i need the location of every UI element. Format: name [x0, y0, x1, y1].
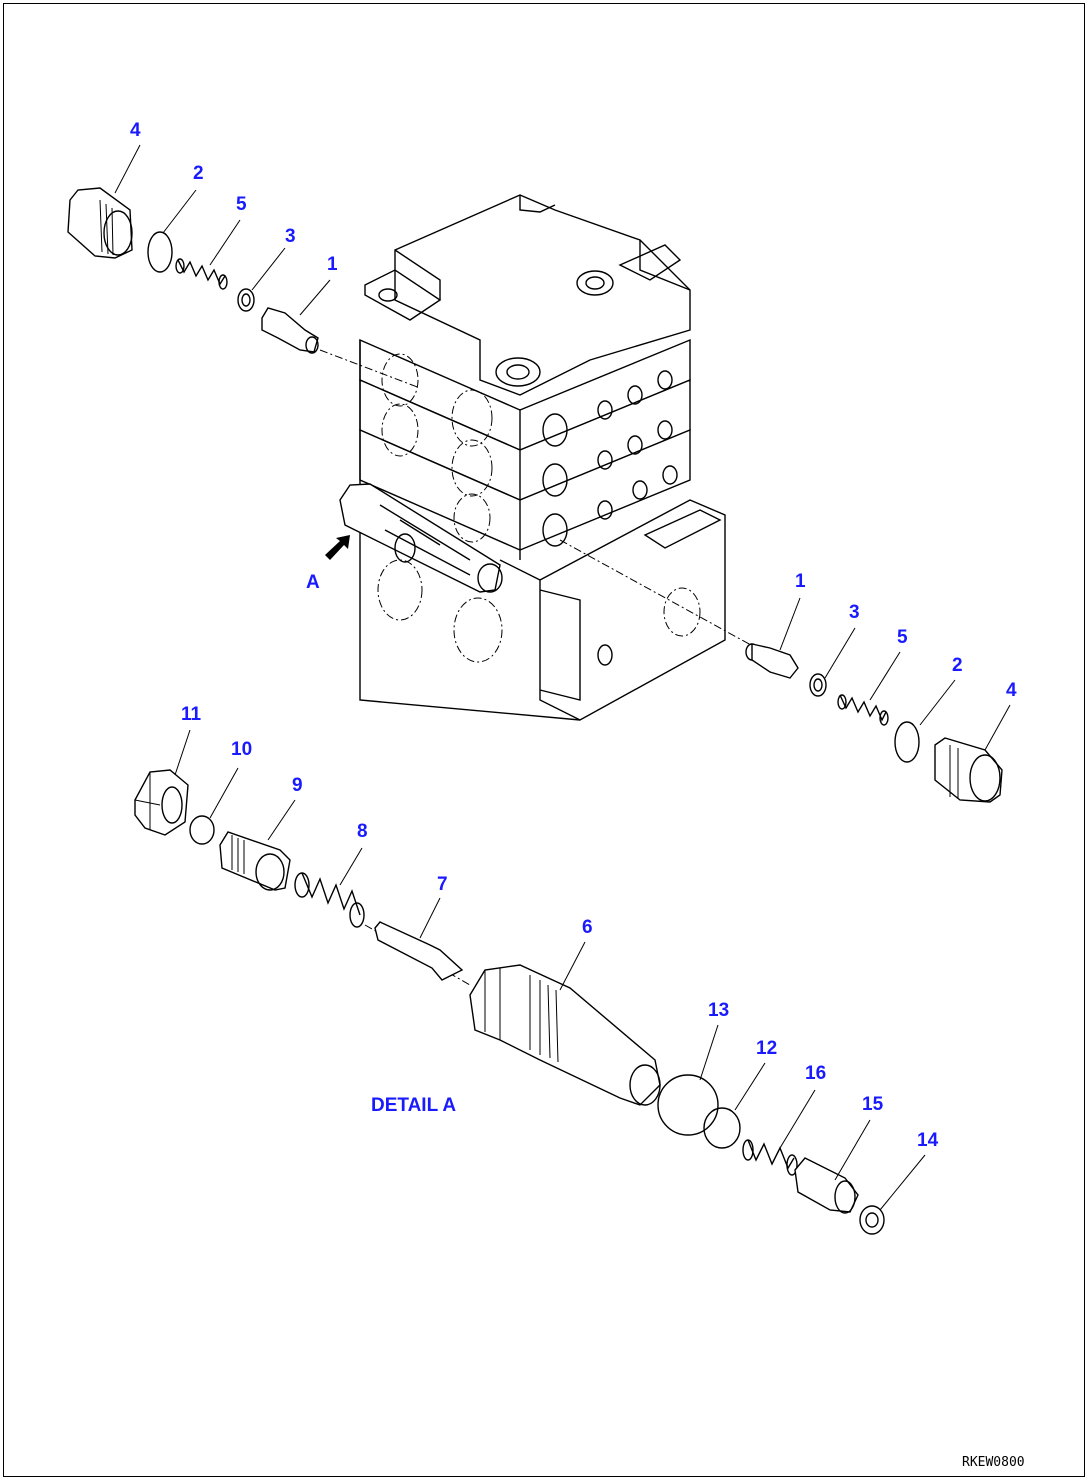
- part-2-o-ring-upper: [147, 231, 173, 273]
- upper-assembly-axis: [319, 349, 421, 389]
- callout-3-upper: 3: [285, 226, 296, 247]
- part-3-washer-lower: [809, 673, 827, 697]
- callout-1-lower: 1: [795, 571, 806, 592]
- callout-13: 13: [708, 1000, 729, 1021]
- callout-2-lower: 2: [952, 655, 963, 676]
- part-1-poppet-upper: [261, 307, 319, 354]
- part-13-o-ring: [657, 1074, 719, 1136]
- callout-16: 16: [805, 1063, 826, 1084]
- part-4-plug-upper: [67, 187, 133, 259]
- callout-view-a: A: [306, 572, 320, 593]
- part-9-adjusting-screw: [219, 831, 291, 891]
- part-8-spring: [294, 872, 365, 928]
- callout-12: 12: [756, 1038, 777, 1059]
- part-15-spool: [794, 1157, 859, 1214]
- callout-14: 14: [917, 1130, 939, 1151]
- callout-5-upper: 5: [236, 194, 247, 215]
- part-3-washer-upper: [237, 288, 255, 312]
- part-7-pilot-poppet: [374, 921, 464, 981]
- leader-lines: [114, 144, 1011, 1211]
- drawing-code: RKEW0800: [962, 1455, 1025, 1470]
- callout-4-upper: 4: [130, 120, 141, 141]
- callout-6: 6: [582, 917, 593, 938]
- part-11-nut: [134, 769, 189, 836]
- callout-4-lower: 4: [1006, 680, 1017, 701]
- callout-1-upper: 1: [327, 254, 338, 275]
- callout-2-upper: 2: [193, 163, 204, 184]
- callout-7: 7: [437, 874, 448, 895]
- callout-5-lower: 5: [897, 627, 908, 648]
- part-16-spring: [742, 1139, 798, 1176]
- callout-9: 9: [292, 775, 303, 796]
- view-arrow-icon: [325, 535, 350, 560]
- part-1-poppet-lower: [745, 643, 799, 679]
- detail-a-label: DETAIL A: [371, 1095, 456, 1116]
- part-4-plug-lower: [934, 737, 1003, 803]
- callout-3-lower: 3: [849, 602, 860, 623]
- part-5-spring-upper: [175, 258, 228, 290]
- part-10-o-ring: [189, 815, 215, 845]
- callout-8: 8: [357, 821, 368, 842]
- callout-11: 11: [181, 704, 202, 725]
- drawing-frame: [3, 3, 1085, 1477]
- control-valve-body: [339, 194, 726, 721]
- part-12-o-ring: [703, 1107, 741, 1149]
- lower-assembly-axis: [559, 539, 761, 651]
- part-14-seat: [859, 1205, 885, 1235]
- callout-15: 15: [862, 1094, 884, 1115]
- part-5-spring-lower: [837, 694, 889, 726]
- part-6-main-valve-body: [469, 964, 661, 1106]
- part-2-o-ring-lower: [894, 721, 920, 763]
- callout-10: 10: [231, 739, 252, 760]
